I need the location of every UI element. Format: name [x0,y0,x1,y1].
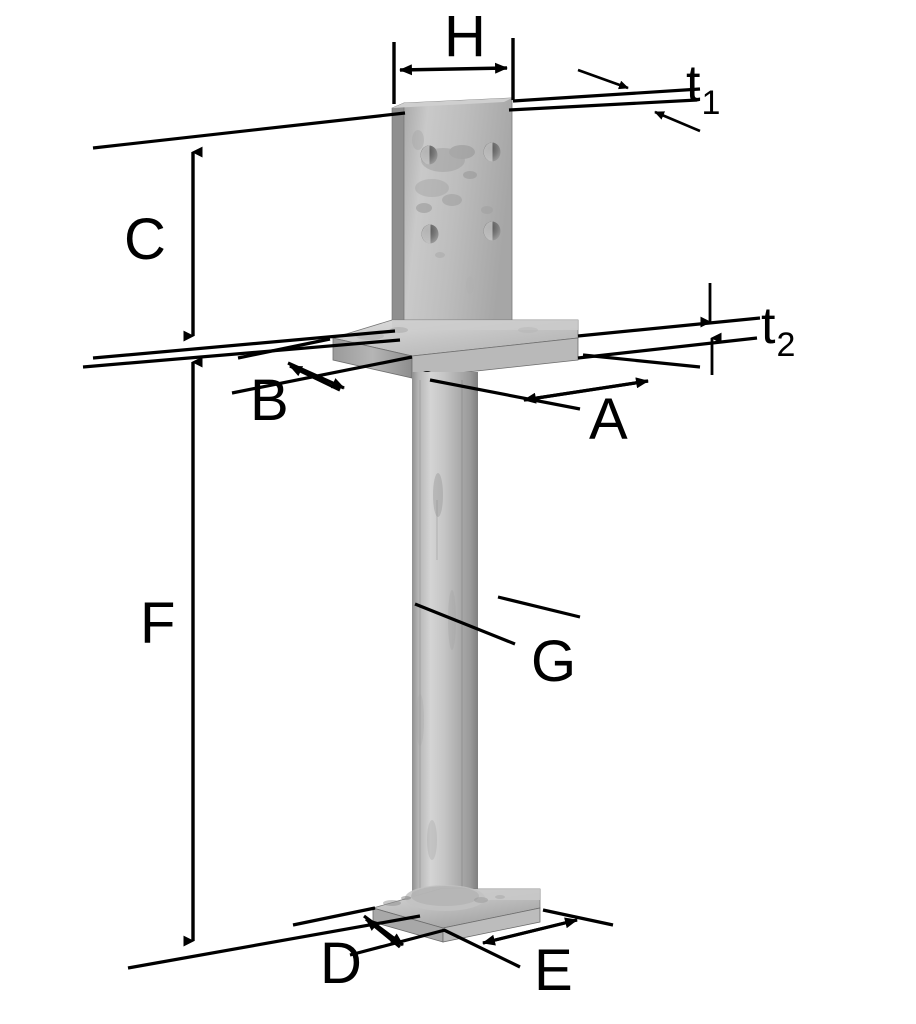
dim-G-leader-left [414,602,516,646]
horizontal-plate-front-edge [411,337,579,379]
t2-base-glyph: t [761,297,776,355]
dimension-label-G: G [531,629,577,694]
dim-E-leader-upper [542,908,614,927]
base-plate-speckle [383,895,505,906]
dimension-label-A: A [589,387,628,452]
dim-A-leader-upper [582,353,701,369]
dim-A-arrow-right [523,377,649,402]
dim-C-extension-top [92,111,406,150]
upright-plate-top-edge [392,98,512,108]
dim-t1-arrow-top [577,68,629,90]
t1-base-glyph: t [686,55,701,113]
dimension-label-F: F [140,591,176,656]
t1-subscript: 1 [701,84,721,122]
post-base-product-image [331,97,579,943]
dim-B-arrow-right [287,361,345,390]
dimension-label-B: B [250,368,289,433]
dimension-t1 [508,68,701,133]
dimension-A [429,353,701,411]
dimension-label-t1: t1 [686,55,720,120]
dim-B-leader-lower [231,355,413,395]
t2-subscript: 2 [776,326,796,364]
dim-E-arrow-right [482,917,578,945]
dimension-label-D: D [320,931,362,996]
dim-E-leader-lower [443,928,521,969]
upright-plate-side-edge [391,102,405,353]
dim-D-leader-upper [292,906,376,927]
dim-t1-arrow-bottom [654,110,701,133]
dimension-label-E: E [534,938,573,1003]
horizontal-bearing-plate [331,319,579,387]
upright-mounting-plate [391,97,513,353]
dimension-C [92,111,406,360]
dimension-H [392,38,515,104]
dim-F-extension-top [82,338,401,369]
dimension-label-H: H [444,4,486,69]
dim-t2-leader-lower [577,336,758,360]
dim-t2-leader-upper [577,316,761,338]
dimension-B [231,337,413,395]
dim-D-arrow-right [363,914,404,947]
dimension-t2 [577,283,761,375]
dimension-D [292,906,446,957]
dimension-label-t2: t2 [761,297,795,362]
dim-C-extension-bottom [92,329,396,360]
round-tube-post [412,372,478,896]
dimension-G [414,595,581,646]
tube-post-body [412,372,478,896]
dimension-E [443,908,614,969]
base-plate-front-edge [442,907,541,943]
dim-t1-leader-upper [512,87,701,103]
dimension-label-C: C [124,207,166,272]
dimension-annotation-layer [82,38,761,970]
dim-A-leader-lower [429,378,581,411]
dim-t1-leader-lower [508,98,698,112]
dim-H-arrow [399,62,508,76]
dim-G-leader-right [497,595,581,619]
